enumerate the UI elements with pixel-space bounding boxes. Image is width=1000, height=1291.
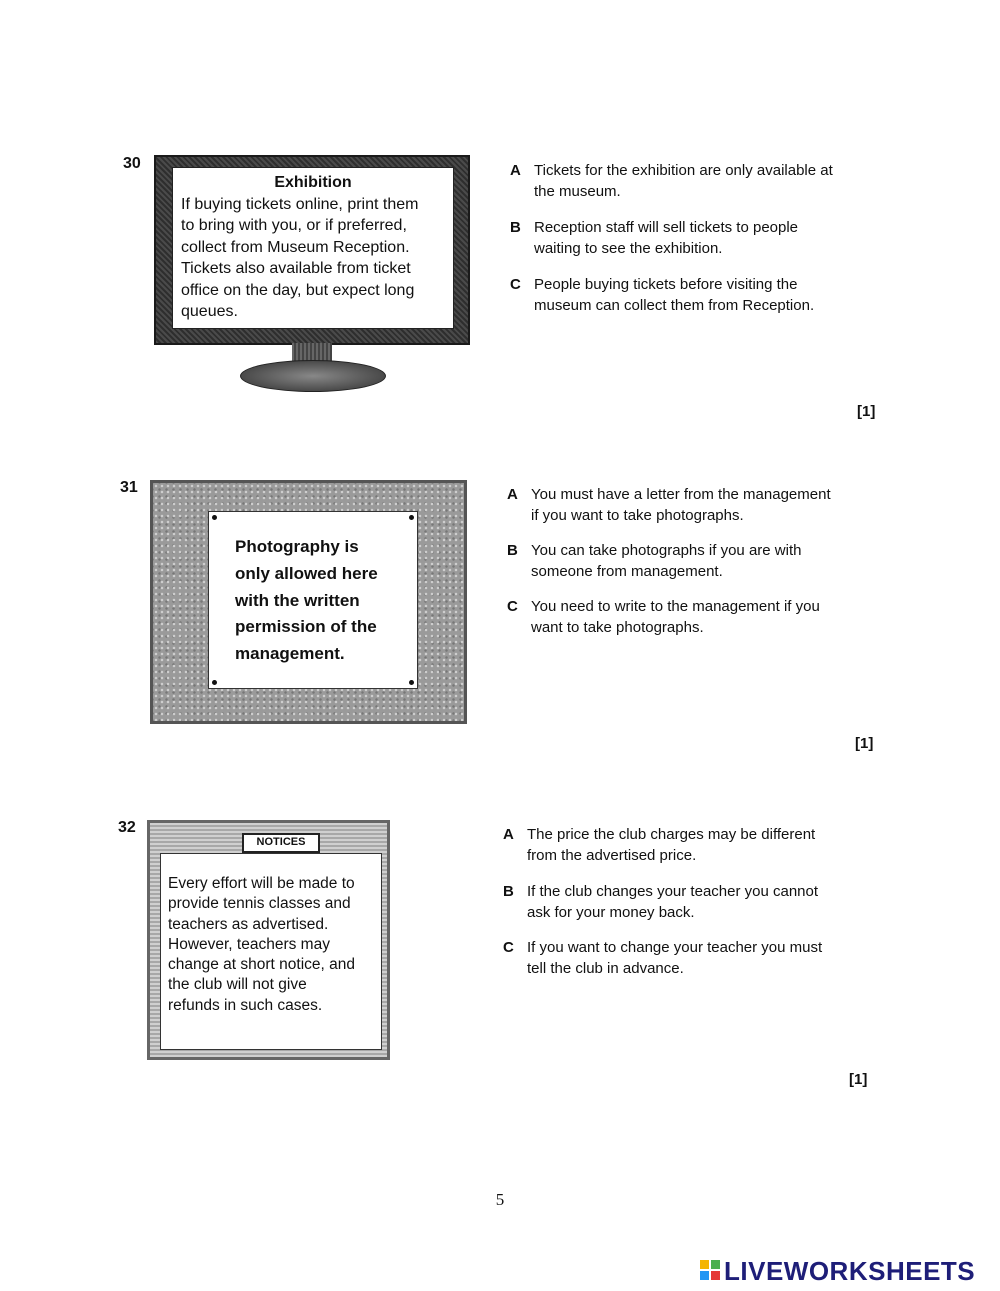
notice-line: permission of the [235, 617, 377, 637]
answer-option-a[interactable]: A Tickets for the exhibition are only av… [510, 160, 890, 202]
notice-line: only allowed here [235, 563, 378, 583]
option-text: someone from management. [531, 563, 723, 580]
monitor-illustration: Exhibition If buying tickets online, pri… [154, 155, 470, 345]
option-letter: B [503, 883, 514, 900]
option-letter: B [507, 542, 518, 559]
option-text: the museum. [534, 183, 621, 200]
option-text: if you want to take photographs. [531, 507, 744, 524]
option-text: waiting to see the exhibition. [534, 240, 723, 257]
notice-line: to bring with you, or if preferred, [181, 217, 407, 234]
framed-sign-illustration: Photography is only allowed here with th… [150, 480, 467, 724]
option-text: from the advertised price. [527, 847, 697, 864]
notice-line: office on the day, but expect long [181, 281, 415, 299]
option-text: Tickets for the exhibition are only avai… [534, 162, 833, 179]
option-letter: B [510, 219, 521, 236]
notice-paper: Every effort will be made to provide ten… [160, 853, 382, 1050]
notice-board-illustration: NOTICES Every effort will be made to pro… [147, 820, 390, 1060]
liveworksheets-logo-icon [700, 1260, 722, 1282]
notice-line: teachers as advertised. [168, 915, 329, 933]
answer-option-c[interactable]: C People buying tickets before visiting … [510, 274, 890, 316]
notice-line: management. [235, 644, 345, 664]
option-text: If you want to change your teacher you m… [527, 939, 823, 956]
option-text: You can take photographs if you are with [531, 542, 802, 559]
notice-screen: Exhibition If buying tickets online, pri… [172, 167, 454, 329]
notice-line: queues. [181, 303, 238, 320]
notice-line: collect from Museum Reception. [181, 238, 410, 256]
mark-allocation: [1] [849, 1071, 868, 1088]
question-number: 31 [120, 479, 138, 496]
answer-option-c[interactable]: C You need to write to the management if… [507, 596, 887, 638]
pin-icon [212, 515, 217, 520]
answer-option-b[interactable]: B You can take photographs if you are wi… [507, 540, 887, 582]
notice-line: refunds in such cases. [168, 996, 323, 1014]
notice-line: change at short notice, and [168, 956, 355, 974]
notice-sign: Photography is only allowed here with th… [208, 511, 418, 689]
question-number: 30 [123, 155, 141, 172]
notice-title: Exhibition [274, 174, 352, 191]
notices-tab: NOTICES [242, 833, 320, 853]
option-letter: C [507, 598, 518, 615]
answer-option-a[interactable]: A You must have a letter from the manage… [507, 484, 887, 526]
option-text: want to take photographs. [531, 619, 704, 636]
answer-option-c[interactable]: C If you want to change your teacher you… [503, 937, 883, 979]
liveworksheets-watermark: LIVEWORKSHEETS [700, 1256, 975, 1287]
watermark-text: LIVEWORKSHEETS [724, 1256, 976, 1286]
option-letter: C [503, 939, 514, 956]
option-letter: A [503, 826, 514, 843]
option-letter: C [510, 276, 521, 293]
mark-allocation: [1] [857, 403, 876, 420]
option-letter: A [510, 162, 521, 179]
answer-option-b[interactable]: B If the club changes your teacher you c… [503, 881, 883, 923]
notice-line: with the written [235, 590, 360, 610]
answer-option-a[interactable]: A The price the club charges may be diff… [503, 824, 883, 866]
option-text: tell the club in advance. [527, 960, 684, 977]
mark-allocation: [1] [855, 735, 874, 752]
answer-option-b[interactable]: B Reception staff will sell tickets to p… [510, 217, 890, 259]
monitor-stand-base [240, 360, 386, 392]
notice-line: Photography is [235, 537, 359, 556]
pin-icon [409, 680, 414, 685]
notice-line: Every effort will be made to [168, 875, 355, 892]
option-text: Reception staff will sell tickets to peo… [534, 219, 799, 236]
notice-line: the club will not give [168, 976, 307, 994]
question-number: 32 [118, 819, 136, 836]
option-text: You must have a letter from the manageme… [531, 486, 831, 503]
option-text: The price the club charges may be differ… [527, 826, 816, 843]
page-number: 5 [495, 1190, 505, 1209]
option-text: If the club changes your teacher you can… [527, 883, 819, 900]
notice-line: provide tennis classes and [168, 895, 351, 913]
option-text: ask for your money back. [527, 904, 695, 921]
option-text: People buying tickets before visiting th… [534, 276, 798, 293]
option-letter: A [507, 486, 518, 503]
notice-line: However, teachers may [168, 935, 330, 953]
option-text: You need to write to the management if y… [531, 598, 820, 615]
notice-line: If buying tickets online, print them [181, 195, 419, 213]
notice-line: Tickets also available from ticket [181, 260, 411, 277]
pin-icon [409, 515, 414, 520]
option-text: museum can collect them from Reception. [534, 297, 815, 314]
pin-icon [212, 680, 217, 685]
